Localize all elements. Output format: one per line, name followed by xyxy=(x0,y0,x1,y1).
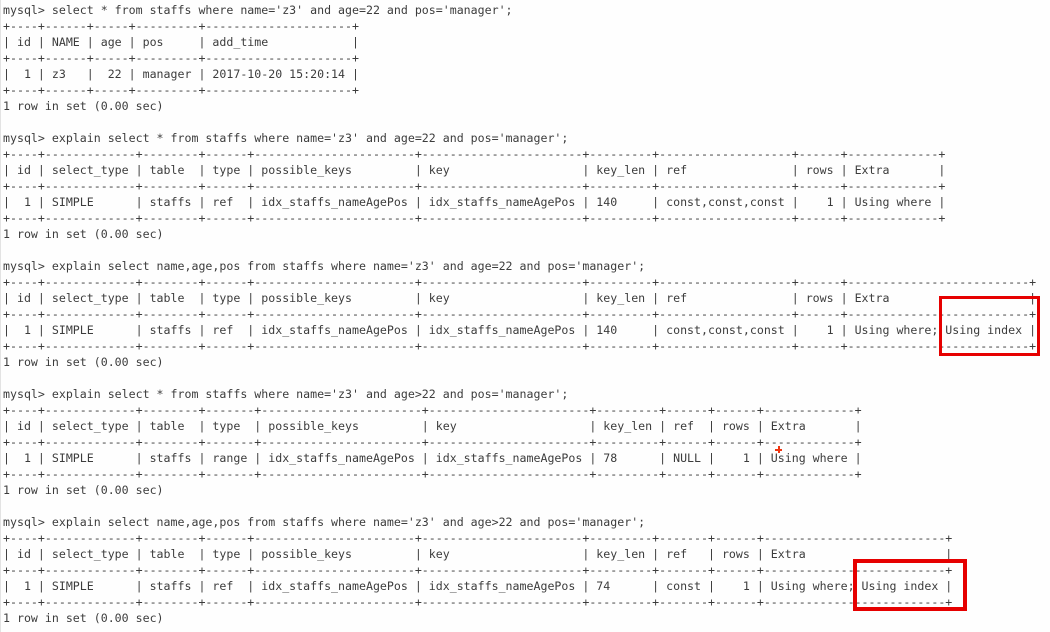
sql-query-3: mysql> explain select name,age,pos from … xyxy=(3,259,646,273)
sql-query-4: mysql> explain select * from staffs wher… xyxy=(3,387,569,401)
explain-table-5: +----+-------------+--------+------+----… xyxy=(3,531,953,609)
query-block-2: mysql> explain select * from staffs wher… xyxy=(3,130,1050,242)
status-line-4: 1 row in set (0.00 sec) xyxy=(3,483,164,497)
status-line-5: 1 row in set (0.00 sec) xyxy=(3,611,164,625)
query-block-1: mysql> select * from staffs where name='… xyxy=(3,2,1050,114)
query-block-4: mysql> explain select * from staffs wher… xyxy=(3,386,1050,498)
sql-query-2: mysql> explain select * from staffs wher… xyxy=(3,131,569,145)
query-block-3: mysql> explain select name,age,pos from … xyxy=(3,258,1050,370)
status-line-3: 1 row in set (0.00 sec) xyxy=(3,355,164,369)
explain-table-4: +----+-------------+--------+-------+---… xyxy=(3,403,862,481)
sql-query-5: mysql> explain select name,age,pos from … xyxy=(3,515,646,529)
status-line-2: 1 row in set (0.00 sec) xyxy=(3,227,164,241)
sql-query-1: mysql> select * from staffs where name='… xyxy=(3,3,513,17)
explain-table-2: +----+-------------+--------+------+----… xyxy=(3,147,946,225)
result-table-1: +----+------+-----+---------+-----------… xyxy=(3,19,359,97)
status-line-1: 1 row in set (0.00 sec) xyxy=(3,99,164,113)
explain-table-3: +----+-------------+--------+------+----… xyxy=(3,275,1037,353)
query-block-5: mysql> explain select name,age,pos from … xyxy=(3,514,1050,626)
